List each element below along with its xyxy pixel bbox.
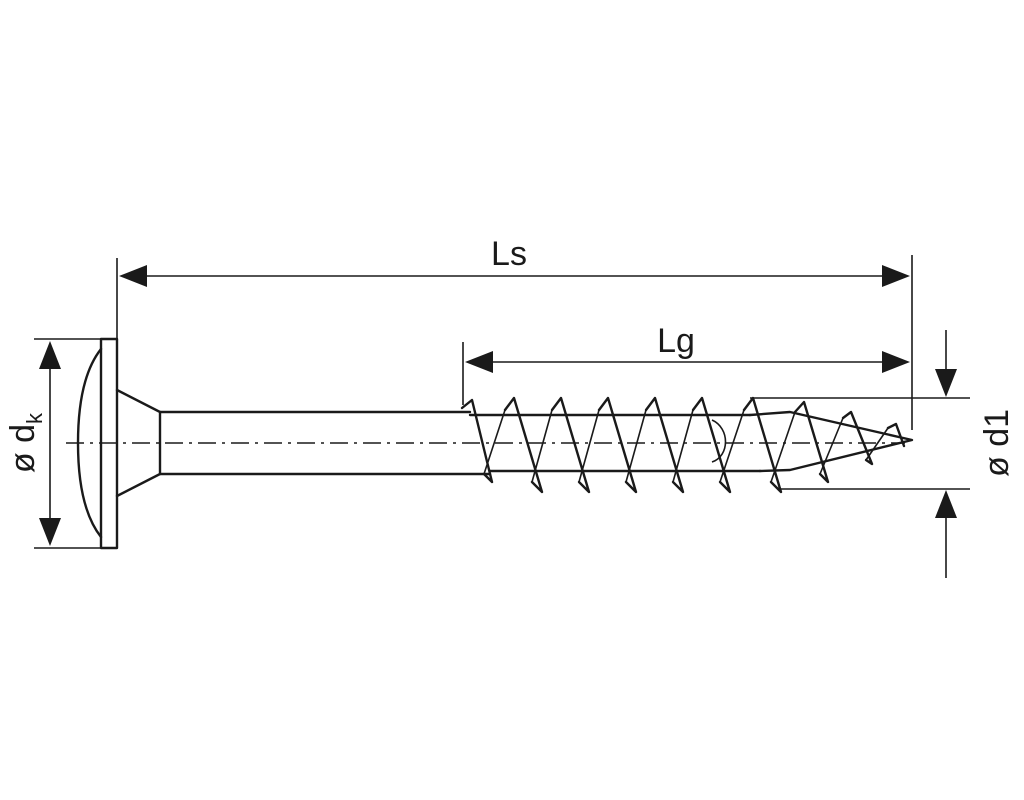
lg-dimension: Lg [465, 322, 910, 373]
dk-dimension: ø dk [4, 341, 61, 546]
extension-lines [34, 255, 970, 549]
screw-thread [460, 396, 914, 494]
ls-label: Ls [491, 235, 527, 273]
head-countersink [115, 388, 162, 498]
lg-label: Lg [657, 322, 695, 360]
screw-shank [158, 410, 492, 476]
dk-label: ø dk [4, 412, 47, 473]
d1-dimension: ø d1 [935, 330, 1016, 578]
d1-label: ø d1 [978, 409, 1016, 477]
ls-dimension: Ls [119, 235, 910, 287]
